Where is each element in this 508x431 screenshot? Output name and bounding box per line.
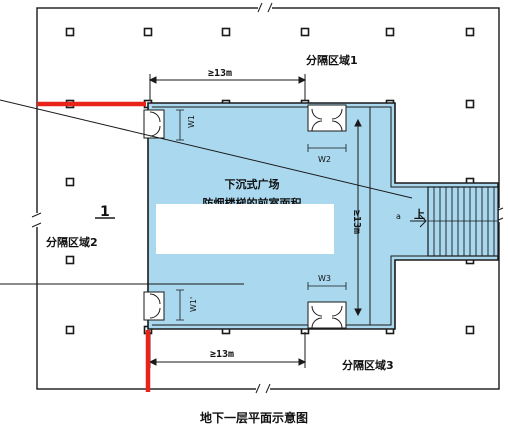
break-mark-bottom	[255, 383, 271, 394]
top-width-label: ≥13m	[208, 68, 232, 79]
column-marker	[465, 99, 475, 109]
marker-one-label: 1	[100, 204, 110, 220]
door-bottom-left	[143, 291, 165, 321]
w3-dimension	[307, 282, 347, 290]
w1-dimension	[176, 109, 184, 141]
column-marker	[300, 27, 310, 37]
w1-prime-label: W1'	[189, 297, 198, 312]
zone-1-label: 分隔区域1	[306, 53, 358, 67]
door-top-middle	[307, 104, 347, 132]
top-width-dimension-line	[148, 74, 307, 100]
redaction-box	[156, 204, 334, 254]
height-label: ≥13m	[351, 210, 362, 234]
height-dimension-line	[354, 118, 362, 317]
column-marker	[385, 27, 395, 37]
column-marker	[221, 27, 231, 37]
staircase	[410, 186, 499, 257]
stair-a-label: a	[396, 212, 401, 221]
stair-up-label: 上	[414, 207, 425, 221]
bottom-width-label: ≥13m	[210, 349, 234, 360]
column-marker	[143, 27, 153, 37]
plaza-title: 下沉式广场	[225, 177, 280, 191]
w2-dimension	[307, 144, 347, 152]
w1-label: W1	[187, 115, 196, 128]
zone-3-label: 分隔区域3	[342, 358, 394, 372]
door-top-left	[143, 109, 165, 139]
w3-label: W3	[318, 274, 331, 283]
zone-2-label: 分隔区域2	[46, 235, 98, 249]
break-mark-top	[257, 2, 273, 13]
column-marker	[65, 27, 75, 37]
door-bottom-middle	[307, 301, 347, 329]
fire-wall	[37, 101, 151, 392]
w1-prime-dimension	[176, 289, 184, 321]
break-mark-left	[31, 212, 42, 228]
column-marker	[65, 325, 75, 335]
diagram-caption: 地下一层平面示意图	[199, 411, 308, 425]
w2-label: W2	[318, 155, 331, 164]
column-marker	[65, 255, 75, 265]
leader-line-upper	[0, 99, 413, 199]
column-marker	[465, 27, 475, 37]
column-marker	[465, 325, 475, 335]
column-marker	[65, 177, 75, 187]
